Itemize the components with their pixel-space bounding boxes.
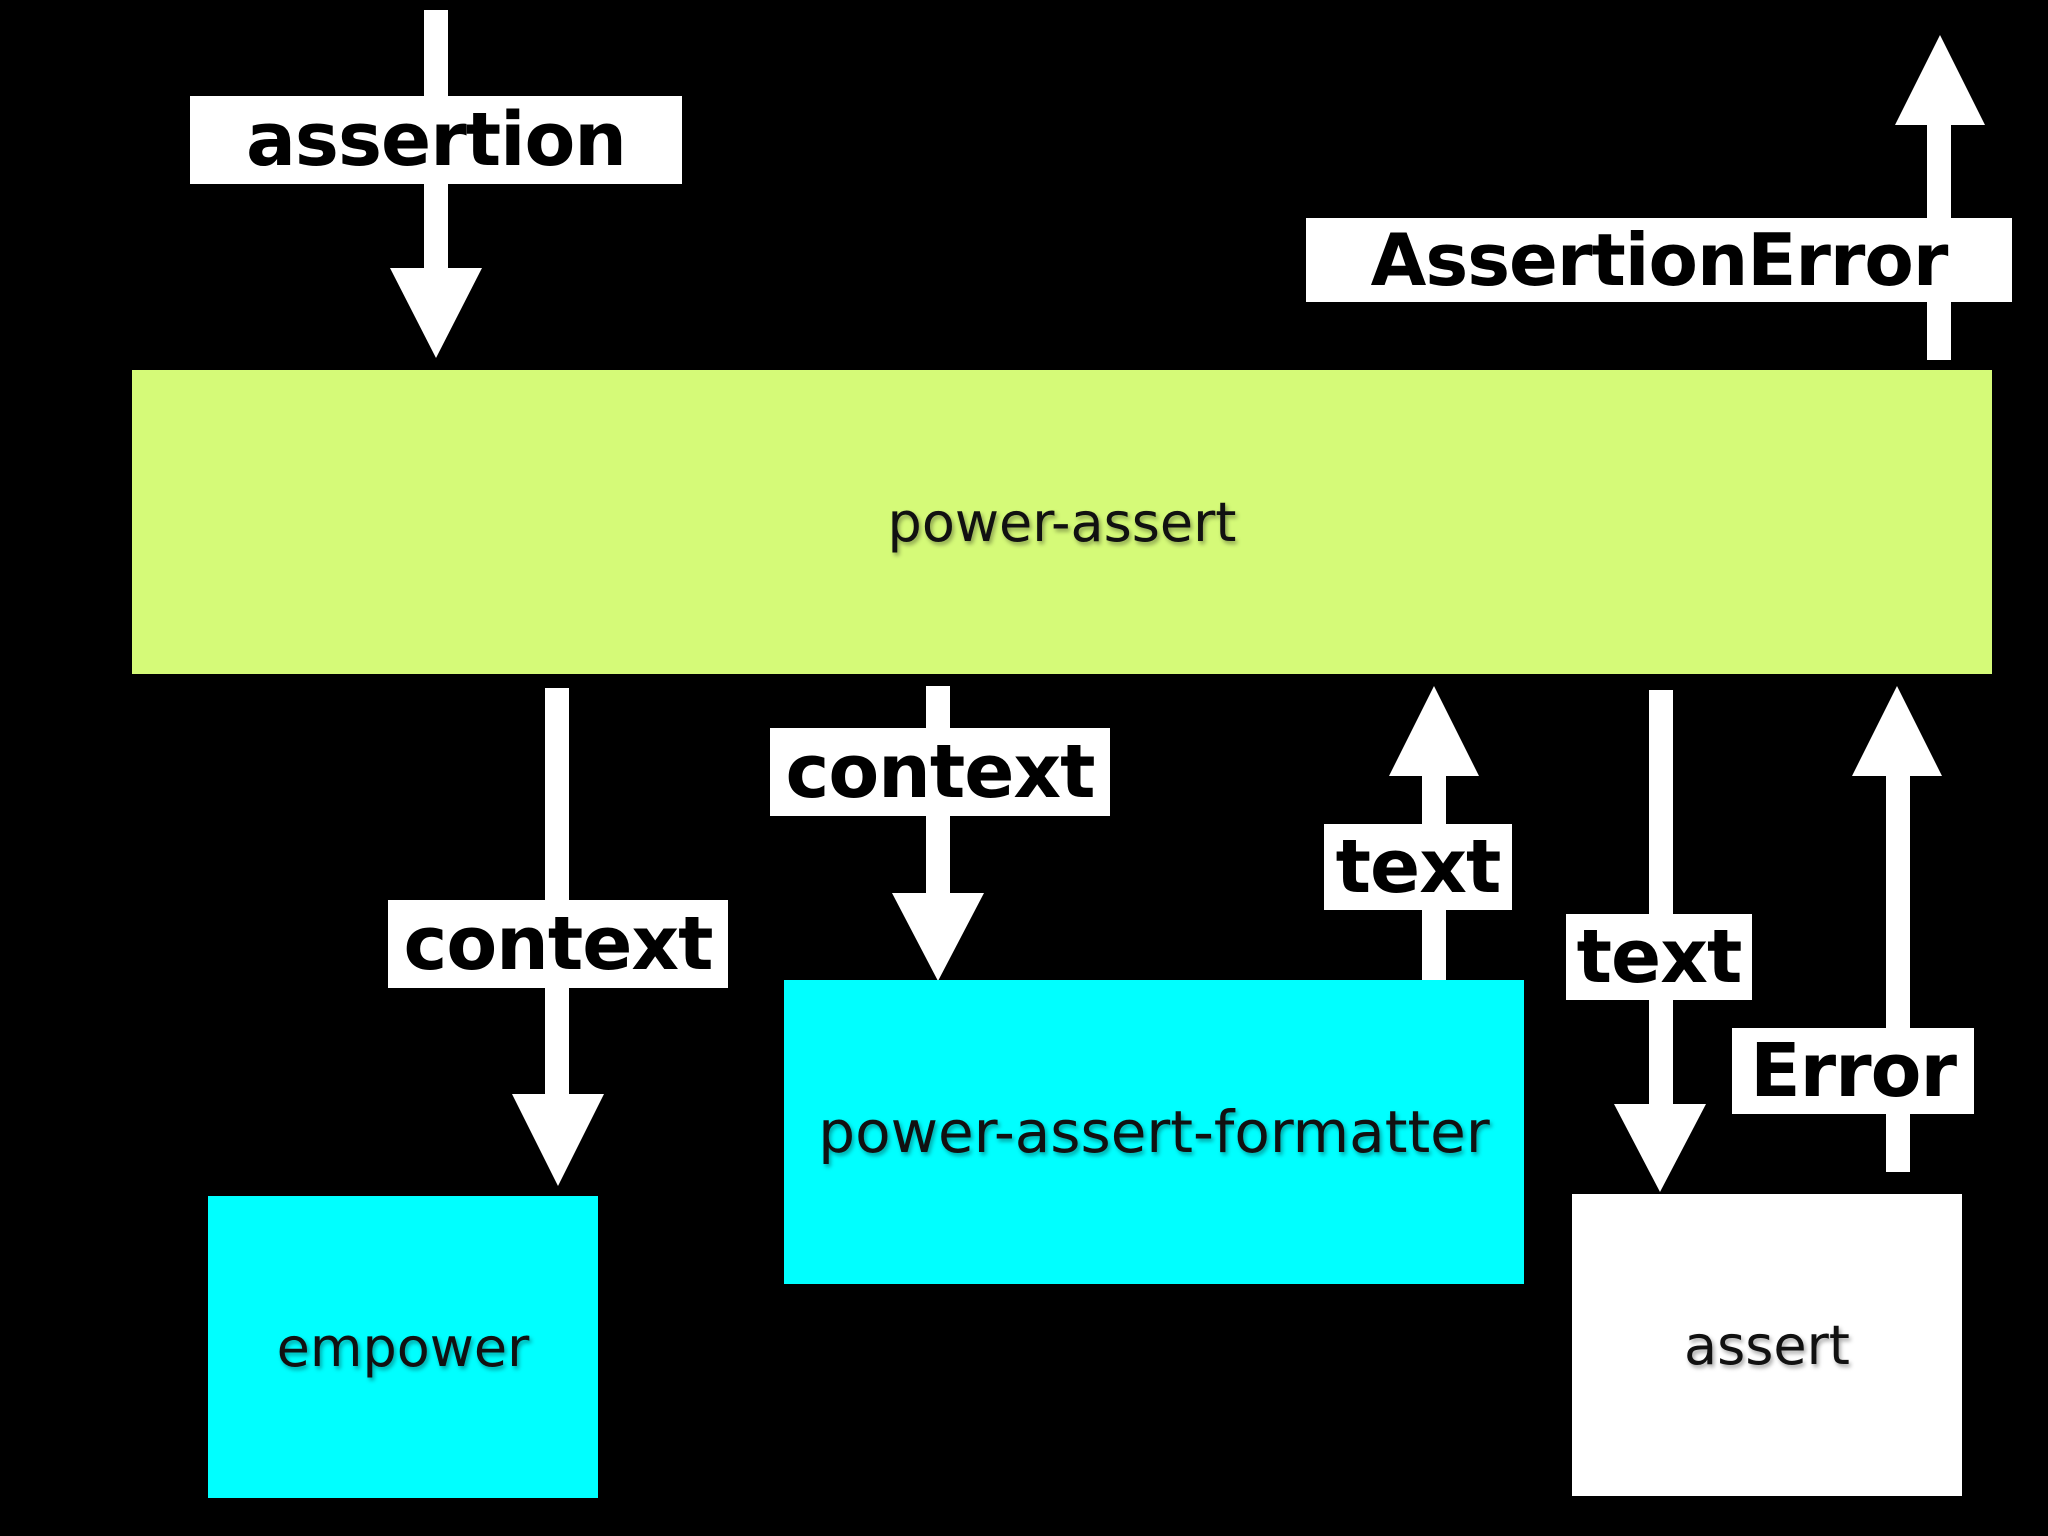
context-label-empower: context: [388, 900, 728, 988]
power-assert-box: power-assert: [132, 370, 1992, 674]
text-to-assert-arrow: [1614, 690, 1706, 1192]
assertion-error-label: AssertionError: [1306, 218, 2012, 302]
power-assert-box-label: power-assert: [887, 490, 1237, 554]
assertion-arrow: [390, 10, 482, 358]
context-to-empower-arrow: [512, 688, 604, 1186]
text-label-assert: text: [1566, 914, 1752, 1000]
assert-box: assert: [1572, 1194, 1962, 1496]
power-assert-formatter-box: power-assert-formatter: [784, 980, 1524, 1284]
empower-box-label: empower: [276, 1315, 530, 1379]
assertion-label: assertion: [190, 96, 682, 184]
text-label-formatter: text: [1324, 824, 1512, 910]
assertion-error-arrow: [1895, 35, 1985, 360]
error-label: Error: [1732, 1028, 1974, 1114]
context-label-formatter: context: [770, 728, 1110, 816]
empower-box: empower: [208, 1196, 598, 1498]
assert-box-label: assert: [1684, 1313, 1850, 1377]
power-assert-formatter-box-label: power-assert-formatter: [818, 1098, 1490, 1166]
